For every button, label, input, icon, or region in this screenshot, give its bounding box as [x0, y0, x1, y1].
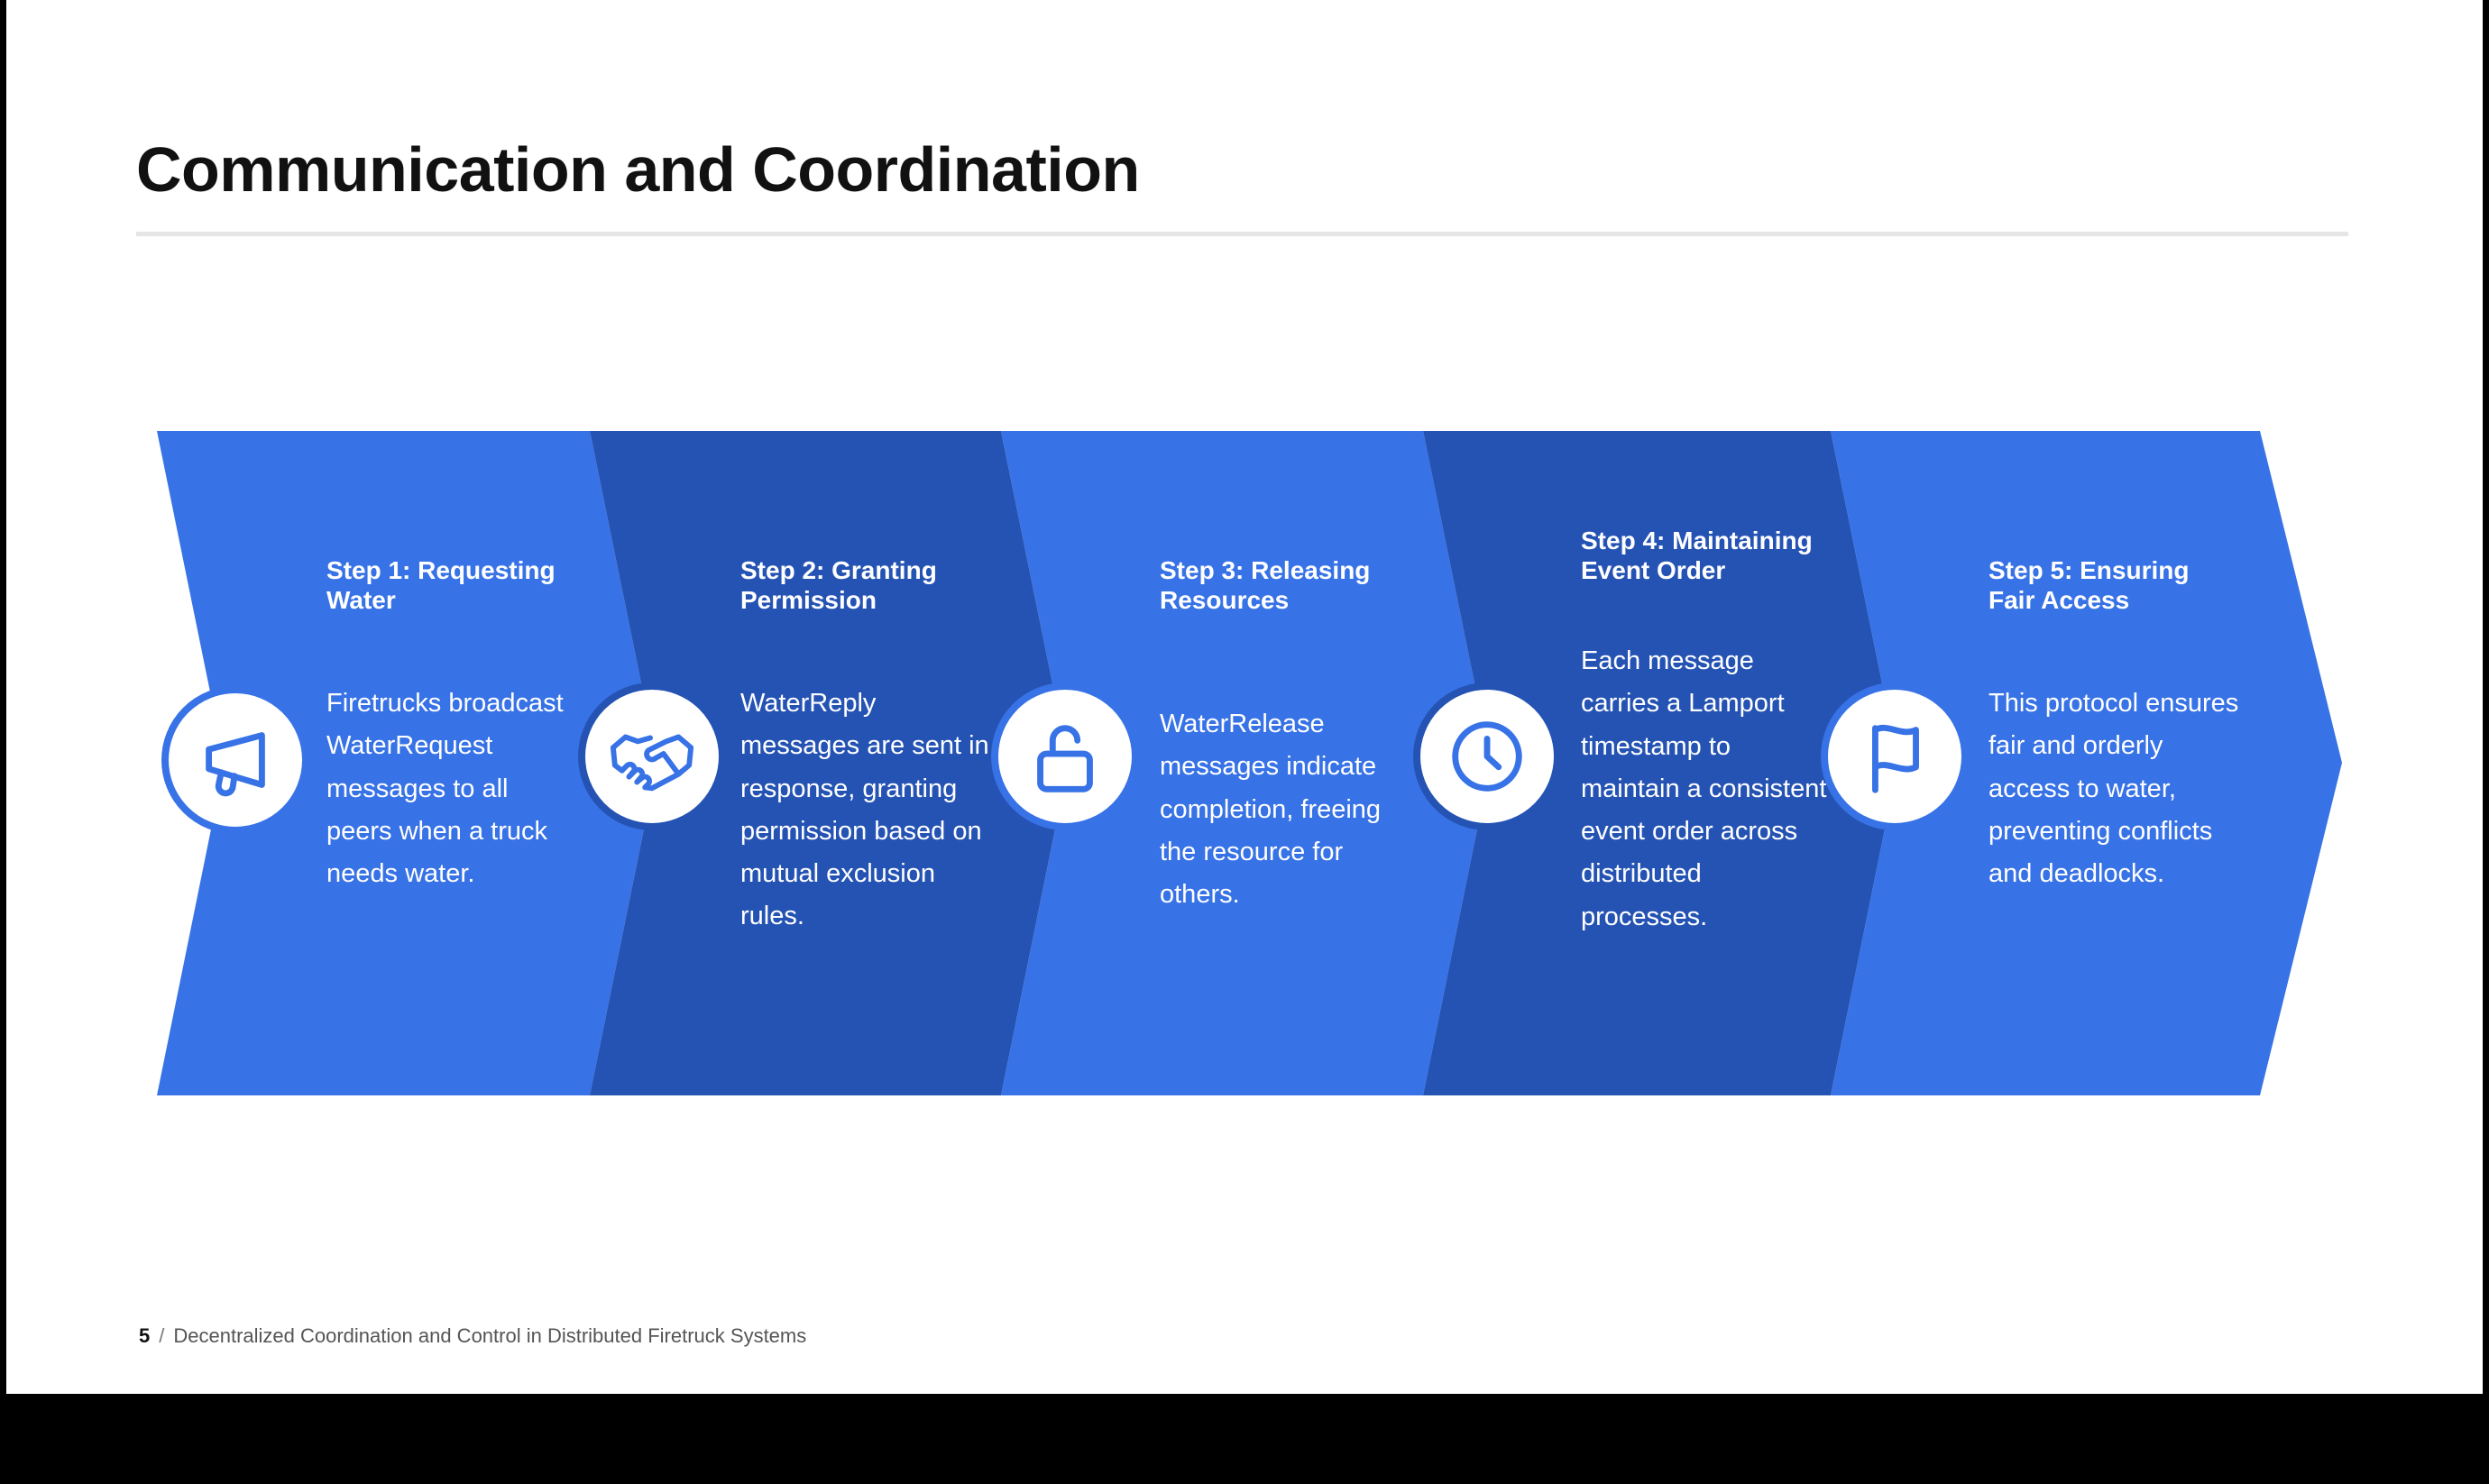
step-4-description: Each message carries a Lamport timestamp…	[1581, 646, 1827, 931]
chevron-step-5	[1831, 431, 2342, 1095]
clock-icon	[1452, 721, 1522, 792]
step-2-badge	[578, 682, 726, 830]
process-flow: Step 1: Requesting Water Firetrucks broa…	[6, 0, 2483, 1394]
step-1-badge	[161, 686, 309, 834]
title-divider	[136, 232, 2348, 236]
step-3-title: Step 3: Releasing Resources	[1160, 556, 1371, 614]
chevron-step-3	[1001, 431, 1491, 1095]
step-1-title: Step 1: Requesting Water	[326, 556, 556, 614]
unlock-icon	[1037, 725, 1093, 792]
step-5-badge	[1821, 682, 1969, 830]
step-4-title: Step 4: Maintaining Event Order	[1581, 527, 1813, 584]
step-5-title: Step 5: Ensuring Fair Access	[1988, 556, 2190, 614]
handshake-icon	[610, 734, 694, 792]
megaphone-icon	[206, 732, 265, 797]
flag-icon	[1872, 724, 1919, 793]
step-4-badge	[1413, 682, 1561, 830]
chevron-step-1	[157, 431, 657, 1095]
chevron-band	[157, 431, 2342, 1095]
footer: 5 / Decentralized Coordination and Control…	[139, 1324, 806, 1348]
step-2-description: WaterReply messages are sent in response…	[740, 689, 989, 931]
page-number: 5	[139, 1324, 151, 1347]
step-2-title: Step 2: Granting Permission	[740, 556, 937, 614]
footer-separator: /	[159, 1324, 165, 1347]
step-3-badge	[991, 682, 1139, 830]
page-title: Communication and Coordination	[136, 134, 1140, 205]
chevron-step-4	[1423, 431, 1898, 1095]
chevron-step-2	[590, 431, 1069, 1095]
slide: Communication and Coordination Step 1: R…	[6, 0, 2483, 1394]
step-1-description: Firetrucks broadcast WaterRequest messag…	[326, 689, 564, 889]
step-5-description: This protocol ensures fair and orderly a…	[1988, 689, 2239, 889]
step-3-description: WaterRelease messages indicate completio…	[1160, 710, 1382, 910]
deck-title: Decentralized Coordination and Control i…	[173, 1324, 807, 1347]
